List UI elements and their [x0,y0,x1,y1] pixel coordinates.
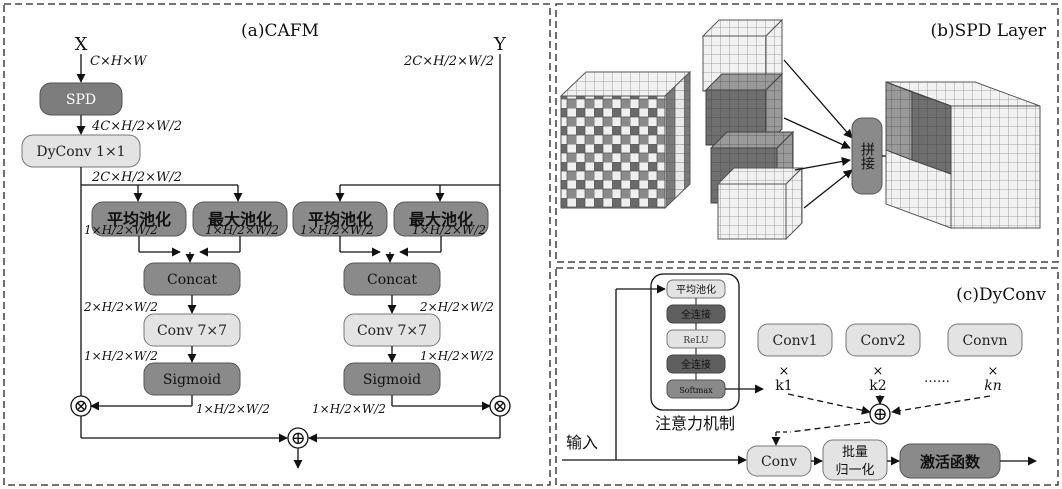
conv1-label: Conv1 [773,333,818,349]
dyconv-add-symbol: ⊕ [872,404,887,425]
input-y-label: Y [493,34,507,55]
conv2-label: Conv2 [861,333,906,349]
right-conv-label: Conv 7×7 [357,323,427,339]
left-dim-concat-label: 2×H/2×W/2 [83,300,158,314]
attn-softmax-label: Softmax [679,386,713,395]
dyconv-conv-label: Conv [761,454,797,470]
spd-label: SPD [66,92,96,108]
left-concat-label: Concat [167,272,217,288]
arrow-sub2-to-concat [784,118,850,148]
panel-c-title: (c)DyConv [956,285,1046,305]
convn-label: Convn [962,333,1007,349]
panel-c-dyconv: (c)DyConv 平均池化 全连接 ReLU 全连接 Softmax 注意力机… [562,274,1046,480]
arrow-sub3-to-concat [795,160,850,170]
arrow-sub1-to-concat [784,60,852,138]
dim-x-label: C×H×W [90,54,148,69]
right-dim-max-label: 1×H/2×W/2 [412,223,486,237]
left-dim-avg-label: 1×H/2×W/2 [84,223,158,237]
right-multiply-symbol: ⊗ [492,396,507,417]
kn-label: kn [984,378,1002,394]
k1-label: k1 [775,378,792,394]
dyconv-label: DyConv 1×1 [36,144,125,160]
right-dim-sigmoid-label: 1×H/2×W/2 [312,402,386,416]
times-n: × [988,364,999,379]
attention-caption: 注意力机制 [655,414,735,433]
dashed-add-to-conv-a [790,422,870,432]
right-dim-conv-label: 1×H/2×W/2 [420,349,494,363]
panel-a-title: (a)CAFM [241,21,319,41]
dim-y-label: 2C×H/2×W/2 [403,54,494,69]
right-dim-concat-label: 2×H/2×W/2 [419,300,494,314]
dashed-k1-to-add [788,394,870,412]
input-label: 输入 [566,433,598,452]
times-1: × [779,364,790,379]
right-dim-avg-label: 1×H/2×W/2 [300,223,374,237]
panel-b-spd-layer: (b)SPD Layer [561,20,1047,239]
output-stacked-cube [886,82,1040,228]
input-x-label: X [75,34,88,55]
batchnorm-label-1: 批量 [842,445,868,460]
concat-label: 拼接 [859,142,875,171]
panel-a-cafm: (a)CAFM X C×H×W SPD 4C×H/2×W/2 DyConv 1×… [22,21,510,468]
dim-after-spd-label: 4C×H/2×W/2 [91,119,182,134]
right-concat-label: Concat [367,272,417,288]
attn-fc2-label: 全连接 [681,358,711,371]
sub-cube-4 [718,168,802,239]
add-symbol: ⊕ [290,428,305,449]
k2-label: k2 [869,378,886,394]
panel-b-title: (b)SPD Layer [931,21,1047,41]
ellipsis: …… [924,371,950,386]
attn-avg-pool-label: 平均池化 [676,283,716,296]
left-dim-max-label: 1×H/2×W/2 [205,223,279,237]
left-sigmoid-label: Sigmoid [163,372,221,388]
left-multiply-symbol: ⊗ [73,396,88,417]
batchnorm-label-2: 归一化 [835,463,874,478]
right-sigmoid-label: Sigmoid [363,372,421,388]
left-dim-sigmoid-label: 1×H/2×W/2 [196,402,270,416]
attn-relu-label: ReLU [683,336,709,346]
dim-after-dyconv-label: 2C×H/2×W/2 [91,170,182,185]
activation-label: 激活函数 [920,453,981,471]
times-2: × [873,364,884,379]
left-dim-conv-label: 1×H/2×W/2 [84,349,158,363]
dashed-kn-to-add [892,396,990,412]
input-feature-cube [561,72,690,208]
attn-fc1-label: 全连接 [681,308,711,321]
left-conv-label: Conv 7×7 [157,323,227,339]
arrow-sub4-to-concat [804,170,852,208]
